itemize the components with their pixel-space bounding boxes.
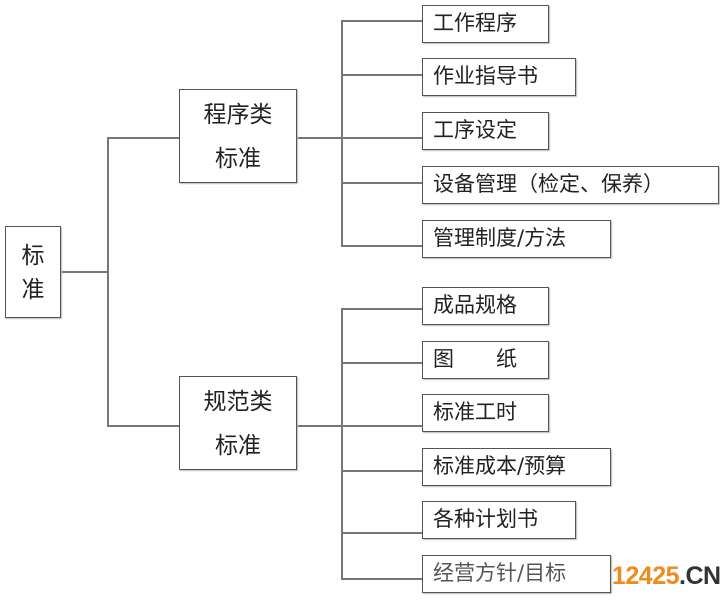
group-node-specification: 规范类 标准 xyxy=(179,376,297,470)
connector xyxy=(297,137,422,139)
connector xyxy=(341,470,422,472)
root-node: 标 准 xyxy=(5,226,61,318)
leaf-node: 工序设定 xyxy=(422,112,549,150)
leaf-node: 经营方针/目标 xyxy=(422,555,611,593)
connector xyxy=(107,425,179,427)
connector xyxy=(61,271,108,273)
root-label-1: 标 xyxy=(21,243,45,269)
connector xyxy=(341,20,343,246)
leaf-node: 标准工时 xyxy=(422,394,549,432)
connector xyxy=(107,137,109,427)
leaf-node: 设备管理（检定、保养） xyxy=(422,166,719,204)
watermark-suffix: .CN xyxy=(679,562,720,590)
watermark-number: 12425 xyxy=(612,562,680,590)
group-label-1: 规范类 xyxy=(203,389,273,415)
group-label-2: 标准 xyxy=(215,433,261,459)
connector xyxy=(341,578,422,580)
leaf-node: 工作程序 xyxy=(422,5,549,43)
group-label-1: 程序类 xyxy=(203,102,273,128)
connector xyxy=(341,532,422,534)
connector xyxy=(297,425,422,427)
group-node-procedure: 程序类 标准 xyxy=(179,89,297,183)
connector xyxy=(341,308,422,310)
root-label-2: 准 xyxy=(21,277,45,303)
leaf-node: 管理制度/方法 xyxy=(422,220,611,258)
connector xyxy=(341,245,422,247)
connector xyxy=(107,137,179,139)
connector xyxy=(341,308,343,578)
connector xyxy=(341,182,422,184)
leaf-node: 作业指导书 xyxy=(422,58,576,96)
connector xyxy=(341,362,422,364)
leaf-node: 图 纸 xyxy=(422,341,549,379)
connector xyxy=(341,74,422,76)
leaf-node: 标准成本/预算 xyxy=(422,448,611,486)
watermark: 12425.CN xyxy=(612,562,720,591)
connector xyxy=(341,20,422,22)
leaf-node: 成品规格 xyxy=(422,287,549,325)
leaf-node: 各种计划书 xyxy=(422,501,576,539)
group-label-2: 标准 xyxy=(215,146,261,172)
